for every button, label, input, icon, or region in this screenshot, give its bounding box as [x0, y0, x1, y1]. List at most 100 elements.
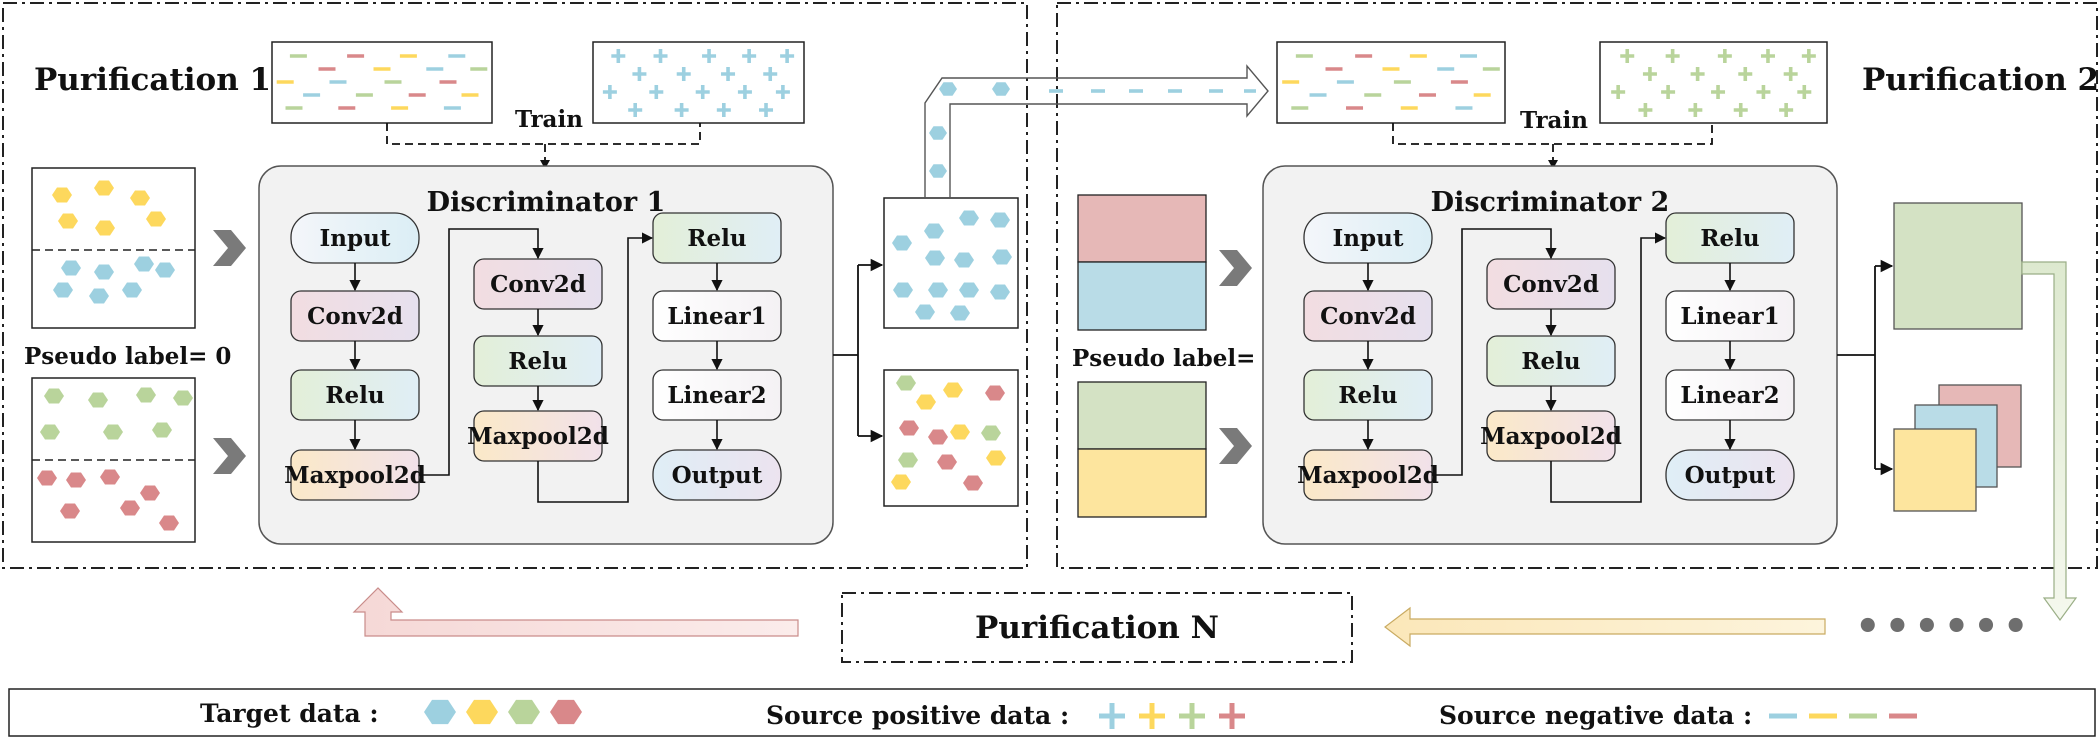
target-hexagons-green-red	[37, 387, 193, 531]
plus-icon	[695, 85, 710, 99]
discriminator-1-layers: InputConv2dReluMaxpool2dConv2dReluMaxpoo…	[284, 212, 782, 503]
layer-linear2-label: Linear2	[1680, 382, 1779, 409]
plus-icon	[1219, 703, 1245, 729]
hexagon-icon	[892, 235, 912, 251]
train-arrowhead-1	[540, 160, 550, 169]
chevron-right-icon	[213, 438, 246, 474]
plus-icon	[1642, 67, 1657, 81]
layer-relu-label: Relu	[687, 225, 746, 252]
hexagon-icon	[159, 515, 179, 531]
flow-arrow-back-red	[352, 587, 799, 637]
hexagon-icon	[929, 126, 947, 140]
layer-maxpool2d-label: Maxpool2d	[1480, 423, 1622, 450]
mixed-hexagons	[891, 375, 1006, 491]
connector-arrow	[1550, 232, 1667, 503]
layer-maxpool2d-label: Maxpool2d	[467, 423, 609, 450]
layer-relu-label: Relu	[1700, 225, 1759, 252]
purification-1-panel	[2, 2, 1028, 569]
hexagon-icon	[94, 264, 114, 280]
hexagon-icon	[103, 424, 123, 440]
connector-arrow	[1432, 228, 1557, 476]
remaining-source-box-yellow	[1893, 428, 1977, 512]
hexagon-icon	[954, 252, 974, 268]
hexagon-icon	[990, 212, 1010, 228]
flow-arrow-down-shape	[2021, 261, 2078, 622]
plus-icon	[628, 103, 643, 117]
chevron-right-icon	[1219, 428, 1252, 464]
layer-conv2d-label: Conv2d	[1320, 303, 1416, 330]
plus-icon	[737, 85, 752, 99]
pseudo-positive-box-yellow	[1077, 448, 1207, 518]
plus-icon	[1756, 85, 1771, 99]
plus-icon	[759, 103, 774, 117]
hexagon-icon	[40, 424, 60, 440]
purification-n-box	[841, 592, 1353, 663]
hexagon-icon	[899, 420, 919, 436]
source-negative-train-box-1	[271, 41, 493, 124]
plus-icon	[1665, 49, 1680, 63]
plus-icon	[1099, 703, 1125, 729]
layer-output-label: Output	[1685, 462, 1776, 489]
legend-box	[8, 688, 2096, 737]
layer-linear1-label: Linear1	[667, 303, 766, 330]
plus-icon	[716, 103, 731, 117]
plus-icon	[1620, 49, 1635, 63]
plus-icon	[780, 49, 795, 63]
purification-2-title: Purification 2	[1862, 62, 2099, 98]
hexagon-icon	[950, 424, 970, 440]
hexagon-icon	[155, 262, 175, 278]
chevron-right-icon	[1219, 250, 1252, 286]
plus-icon	[611, 49, 626, 63]
source-positive-plus-signs-2	[1611, 49, 1816, 117]
layer-maxpool2d-label: Maxpool2d	[284, 462, 426, 489]
legend-positive-label: Source positive data :	[766, 701, 1069, 730]
hexagon-icon	[916, 394, 936, 410]
discriminator-1-title: Discriminator 1	[427, 187, 666, 218]
transfer-pipe	[924, 64, 1269, 198]
pseudo-label-0: Pseudo label= 0	[24, 343, 231, 370]
hexagon-icon	[58, 213, 78, 229]
train-arrowhead-2	[1548, 160, 1558, 169]
layer-linear1-label: Linear1	[1680, 303, 1779, 330]
plus-icon	[653, 49, 668, 63]
plus-icon	[1797, 85, 1812, 99]
layer-output-box	[652, 449, 782, 501]
hexagon-icon	[53, 282, 73, 298]
hexagon-icon	[146, 211, 166, 227]
hexagon-icon	[130, 190, 150, 206]
flow-arrow-left-yellow	[1384, 606, 1826, 648]
legend-target-label: Target data :	[200, 699, 379, 728]
hexagon-icon	[120, 500, 140, 516]
layer-output-label: Output	[672, 462, 763, 489]
layer-relu-label: Relu	[508, 348, 567, 375]
plus-icon	[1783, 67, 1798, 81]
purification-n-title: Purification N	[975, 610, 1219, 646]
plus-icon	[1711, 85, 1726, 99]
layer-relu-label: Relu	[325, 382, 384, 409]
plus-icon	[649, 85, 664, 99]
connector-arrow	[537, 232, 654, 503]
plus-icon	[1139, 703, 1165, 729]
hexagon-icon	[928, 282, 948, 298]
hexagon-icon	[937, 454, 957, 470]
selected-source-box-green	[1893, 202, 2023, 330]
hexagon-icon	[134, 256, 154, 272]
hexagon-icon	[915, 304, 935, 320]
plus-icon	[702, 49, 717, 63]
plus-icon	[1661, 85, 1676, 99]
hexagon-icon	[891, 474, 911, 490]
source-positive-plus-signs	[602, 49, 795, 117]
hexagon-icon	[898, 452, 918, 468]
layer-conv2d-label: Conv2d	[1503, 271, 1599, 298]
ellipsis-dots: ••••••	[1855, 603, 2032, 650]
plus-icon	[1738, 67, 1753, 81]
hexagon-icon	[896, 375, 916, 391]
hexagon-icon	[943, 382, 963, 398]
plus-icon	[1733, 103, 1748, 117]
layer-input-label: Input	[320, 225, 391, 252]
hexagon-icon	[122, 282, 142, 298]
hexagon-icon	[508, 699, 540, 725]
plus-icon	[1801, 49, 1816, 63]
hexagon-icon	[94, 180, 114, 196]
layer-maxpool2d-label: Maxpool2d	[1297, 462, 1439, 489]
